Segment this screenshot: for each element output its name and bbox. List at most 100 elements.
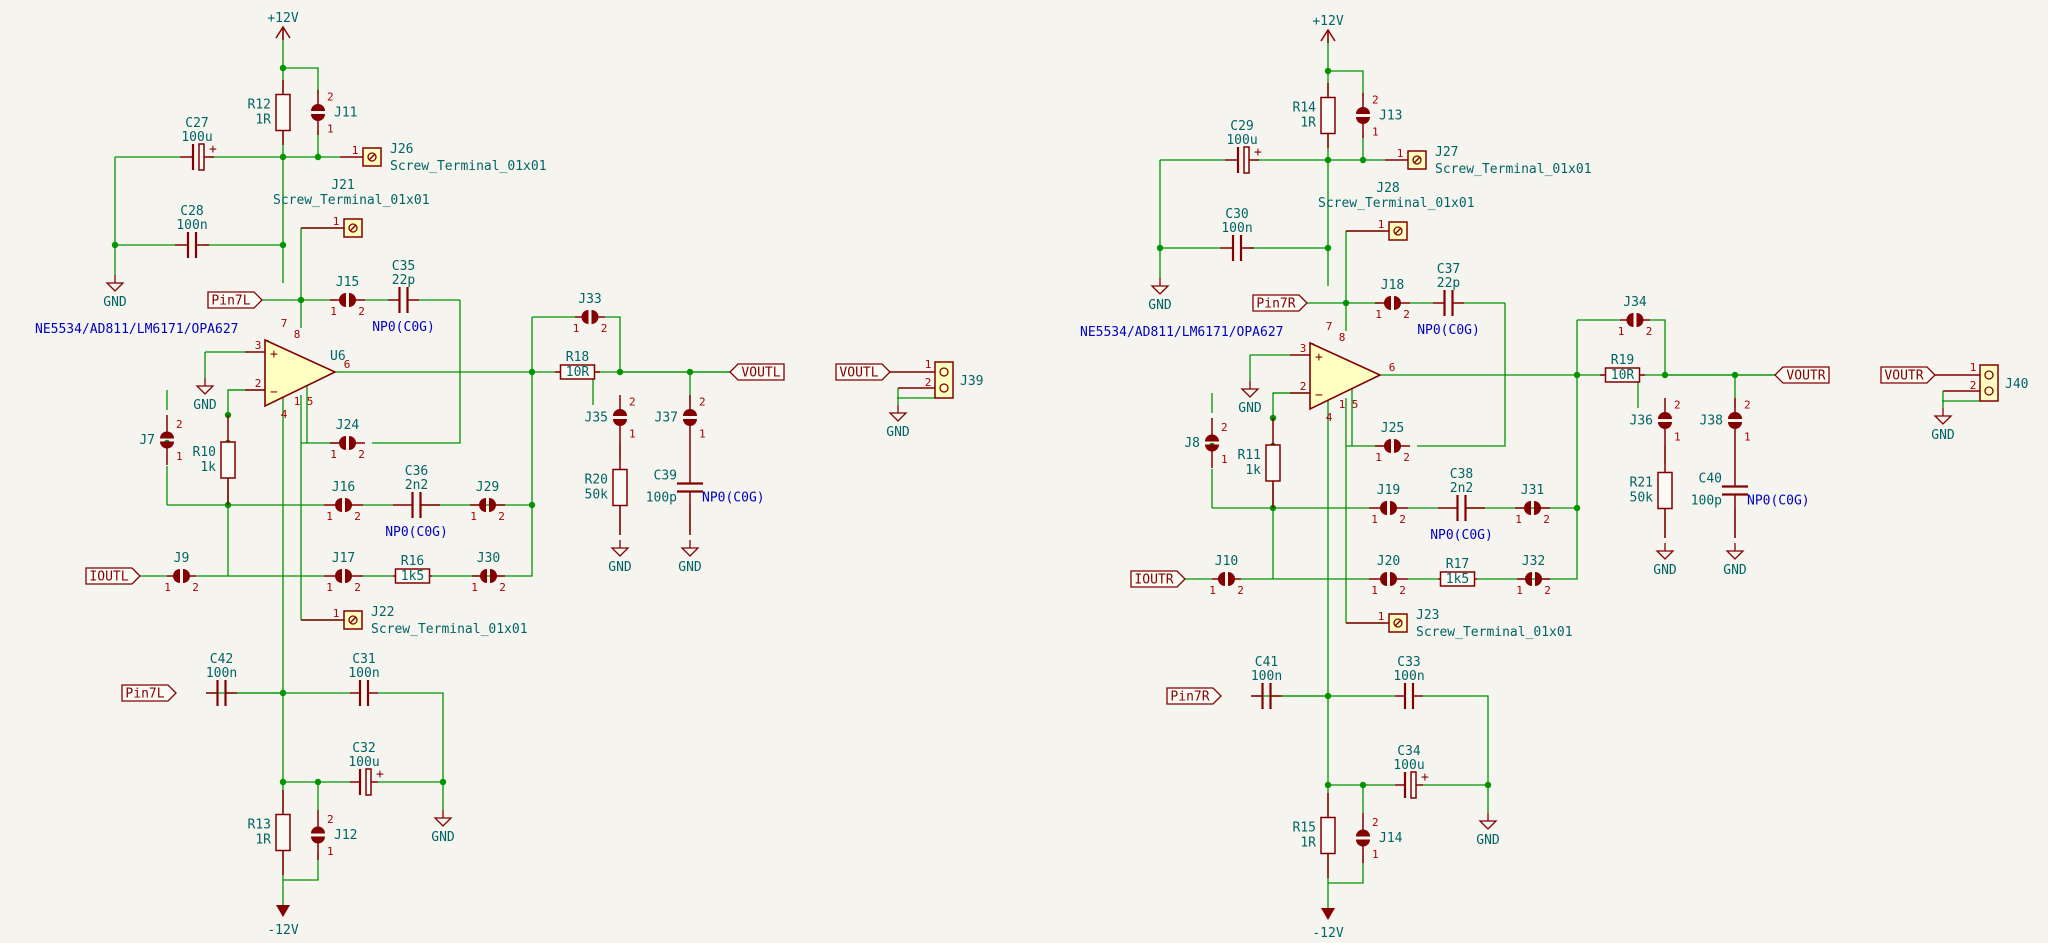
pin-number: 2 [1372, 816, 1379, 829]
pin-number: 1 [1618, 325, 1625, 338]
pin-number: 2 [629, 396, 636, 409]
ref-label: C39 [654, 469, 677, 484]
pin-number: 2 [327, 91, 334, 104]
pin-number: 2 [601, 322, 608, 335]
ref-label: R20 [585, 473, 608, 488]
ref-label: J18 [1381, 278, 1404, 293]
net-label-text: Pin7L [125, 687, 164, 702]
pin-number: 2 [1970, 379, 1977, 392]
pin-number: 2 [1403, 308, 1410, 321]
plus-mark: + [1315, 350, 1323, 365]
gnd-label: GND [103, 295, 127, 310]
pin-number: 1 [1375, 308, 1382, 321]
ref-label: J9 [174, 551, 190, 566]
pin-number: 2 [1674, 399, 1681, 412]
ref-label: J27 [1435, 145, 1458, 160]
ref-label: J28 [1376, 181, 1399, 196]
pin-number: 2 [699, 396, 706, 409]
ref-label: C30 [1225, 207, 1248, 222]
value-label: 100u [181, 130, 212, 145]
jumper-j17: 1 2 J17 [324, 551, 363, 594]
gnd-symbol: GND [1723, 543, 1747, 578]
polarity-mark: + [376, 767, 384, 782]
rail-label: +12V [1312, 14, 1343, 29]
value-label: Screw_Terminal_01x01 [1318, 196, 1475, 211]
net-label-text: VOUTL [741, 366, 780, 381]
ref-label: J12 [334, 828, 357, 843]
ref-label: J31 [1521, 483, 1544, 498]
gnd-label: GND [1653, 563, 1677, 578]
value-label: 50k [1630, 491, 1654, 506]
ref-label: J38 [1700, 414, 1723, 429]
value-label: 1R [255, 113, 271, 128]
gnd-label: GND [1931, 428, 1955, 443]
value-label: 100n [206, 666, 237, 681]
gnd-symbol: GND [103, 275, 127, 310]
gnd-symbol: GND [886, 405, 910, 440]
pin-number: 1 [1372, 848, 1379, 861]
gnd-symbol: GND [1148, 278, 1172, 313]
pin-number: 1 [333, 215, 340, 228]
ref-label: J37 [655, 411, 678, 426]
ref-label: J20 [1377, 554, 1400, 569]
ref-label: C35 [392, 259, 415, 274]
ref-label: C41 [1255, 655, 1278, 670]
pin-number: 2 [1399, 584, 1406, 597]
net-label-voutr: VOUTR [1880, 366, 1936, 384]
value-label: 1R [1300, 116, 1316, 131]
pin-number: 1 [573, 322, 580, 335]
pin-number: 1 [330, 305, 337, 318]
net-label-text: IOUTR [1134, 573, 1173, 588]
ref-label: R14 [1293, 101, 1317, 116]
value-label: 1R [255, 833, 271, 848]
pin-number: 3 [255, 339, 262, 352]
gnd-symbol: GND [608, 540, 632, 575]
value-label: 1R [1300, 836, 1316, 851]
pin-number: 2 [358, 305, 365, 318]
pin-number: 1 [326, 581, 333, 594]
ref-label: C31 [352, 652, 375, 667]
value-label: 100n [1221, 221, 1252, 236]
pin-number: 2 [354, 581, 361, 594]
net-label-text: Pin7L [211, 294, 250, 309]
value-label: 10R [1611, 368, 1635, 383]
value-label: Screw_Terminal_01x01 [273, 193, 430, 208]
net-label-voutl: VOUTL [729, 363, 785, 381]
dielectric-note: NP0(C0G) [702, 491, 765, 506]
ref-label: J17 [332, 551, 355, 566]
ref-label: C34 [1397, 744, 1421, 759]
net-label-pin7l: Pin7L [207, 291, 263, 309]
gnd-label: GND [608, 560, 632, 575]
pin-number: 2 [255, 377, 262, 390]
ref-label: C27 [185, 116, 208, 131]
ref-label: J40 [2005, 377, 2028, 392]
minus-mark: − [270, 385, 278, 400]
dielectric-note: NP0(C0G) [1430, 528, 1493, 543]
gnd-label: GND [886, 425, 910, 440]
value-label: 100u [348, 755, 379, 770]
gnd-symbol: GND [1476, 813, 1500, 848]
ref-label: J10 [1215, 554, 1238, 569]
pos-rail: +12V [1312, 14, 1344, 43]
value-label: 1k [1245, 463, 1261, 478]
net-label-voutl: VOUTL [835, 363, 891, 381]
pin-number: 2 [925, 376, 932, 389]
